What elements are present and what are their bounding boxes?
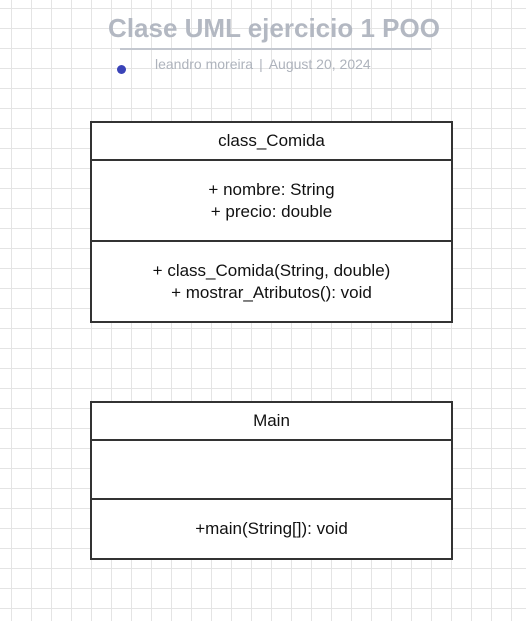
author-name: leandro moreira	[155, 56, 254, 72]
author-avatar-dot	[117, 65, 126, 74]
operation-constructor: + class_Comida(String, double)	[152, 260, 391, 280]
byline-separator: |	[259, 56, 263, 72]
uml-class-comida[interactable]: class_Comida + nombre: String + precio: …	[90, 121, 453, 323]
operations-section: + class_Comida(String, double) + mostrar…	[92, 242, 451, 321]
operation-mostrar-atributos: + mostrar_Atributos(): void	[171, 282, 372, 302]
class-name: class_Comida	[92, 123, 451, 161]
diagram-title: Clase UML ejercicio 1 POO	[108, 13, 440, 43]
attribute-nombre: + nombre: String	[208, 179, 335, 199]
uml-class-main[interactable]: Main +main(String[]): void	[90, 401, 453, 560]
attributes-section	[92, 441, 451, 500]
attributes-section: + nombre: String + precio: double	[92, 161, 451, 242]
operation-main: +main(String[]): void	[195, 519, 348, 538]
byline: leandro moreira | August 20, 2024	[155, 56, 371, 72]
class-name: Main	[92, 403, 451, 441]
diagram-date: August 20, 2024	[268, 56, 371, 72]
title-underline	[120, 48, 431, 50]
attribute-precio: + precio: double	[210, 201, 333, 221]
operations-section: +main(String[]): void	[92, 500, 451, 558]
